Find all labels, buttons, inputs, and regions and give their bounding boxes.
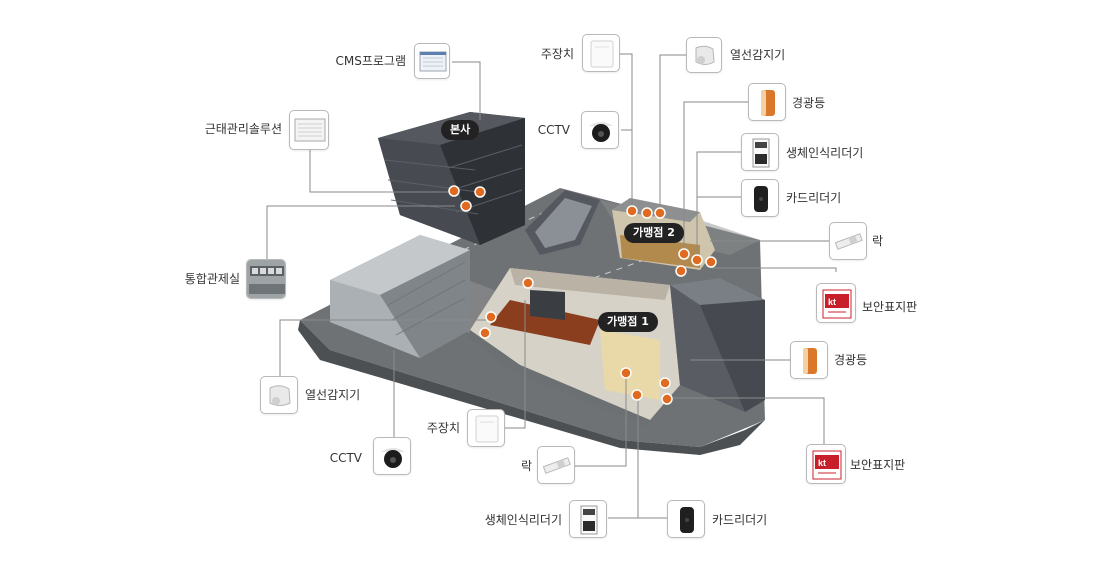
marker — [654, 207, 666, 219]
marker — [675, 265, 687, 277]
sign-brand: kt — [828, 297, 836, 307]
b1-lock-label: 락 — [520, 459, 532, 473]
b2-biometric-reader-label: 생체인식리더기 — [786, 146, 864, 160]
hq-building — [378, 112, 525, 245]
b2-card-reader-label: 카드리더기 — [786, 191, 842, 205]
b2-thermal-sensor-label: 열선감지기 — [730, 48, 786, 62]
b2-warning-light-icon — [748, 83, 786, 121]
b1-main-unit-label: 주장치 — [426, 421, 460, 435]
marker — [641, 207, 653, 219]
branch2-badge: 가맹점 2 — [624, 223, 684, 243]
b2-thermal-sensor-icon — [686, 37, 722, 73]
branch1-store — [468, 268, 680, 428]
b2-security-sign-label: 보안표지판 — [862, 300, 918, 314]
device-markers — [448, 185, 717, 405]
b1-cctv-icon — [373, 437, 411, 475]
marker — [659, 377, 671, 389]
marker — [448, 185, 460, 197]
control-room-icon — [246, 259, 286, 299]
left-building — [330, 235, 470, 358]
marker — [474, 186, 486, 198]
b2-lock-label: 락 — [872, 234, 884, 248]
mid-building — [525, 190, 600, 255]
b1-security-sign-icon: kt — [806, 444, 846, 484]
b2-biometric-reader-icon — [741, 133, 779, 171]
marker — [678, 248, 690, 260]
b1-security-sign-label: 보안표지판 — [850, 458, 906, 472]
b1-cctv-label: CCTV — [329, 451, 362, 465]
cms-program-icon — [414, 43, 450, 79]
b2-main-unit-icon — [582, 34, 620, 72]
b1-biometric-reader-icon — [569, 500, 607, 538]
cms-label: CMS프로그램 — [335, 54, 406, 68]
marker — [620, 367, 632, 379]
b2-cctv-label: CCTV — [537, 123, 570, 137]
control-room-label: 통합관제실 — [184, 272, 240, 286]
b2-warning-light-label: 경광등 — [792, 96, 826, 110]
b2-main-unit-label: 주장치 — [540, 47, 574, 61]
b2-lock-icon — [829, 222, 867, 260]
attendance-label: 근태관리솔루션 — [204, 122, 282, 136]
hq-badge: 본사 — [441, 120, 480, 140]
b1-biometric-reader-label: 생체인식리더기 — [484, 513, 562, 527]
marker — [626, 205, 638, 217]
b2-security-sign-icon: kt — [816, 283, 856, 323]
marker — [691, 254, 703, 266]
b1-warning-light-label: 경광등 — [834, 353, 868, 367]
marker — [661, 393, 673, 405]
marker — [522, 277, 534, 289]
b2-card-reader-icon — [741, 179, 779, 217]
b2-cctv-icon — [581, 111, 619, 149]
attendance-solution-icon — [289, 110, 329, 150]
b1-lock-icon — [537, 446, 575, 484]
b1-warning-light-icon — [790, 341, 828, 379]
b1-thermal-sensor-label: 열선감지기 — [305, 388, 361, 402]
branch1-badge: 가맹점 1 — [598, 312, 658, 332]
marker — [705, 256, 717, 268]
marker — [485, 311, 497, 323]
b1-card-reader-icon — [667, 500, 705, 538]
marker — [631, 389, 643, 401]
right-building — [670, 278, 765, 412]
marker — [479, 327, 491, 339]
b1-main-unit-icon — [467, 409, 505, 447]
sign-brand: kt — [818, 458, 826, 468]
b1-thermal-sensor-icon — [260, 376, 298, 414]
marker — [460, 200, 472, 212]
b1-card-reader-label: 카드리더기 — [712, 513, 768, 527]
